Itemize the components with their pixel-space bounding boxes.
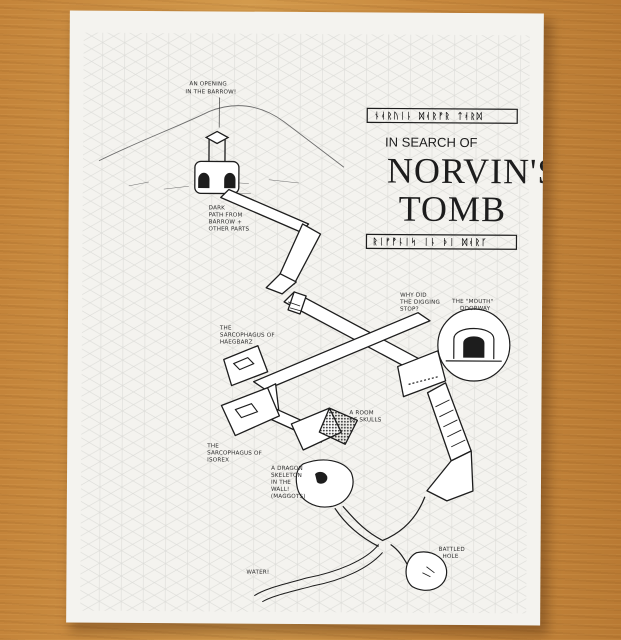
map-paper: ᚾᚮᚱᚢᛁᚿ ᛞᚮᚱᚠᚱ ᛏᚮᚱᛞ IN SEARCH OF NORVIN'S … bbox=[66, 10, 544, 626]
rune-text-bottom: ᚱᛁᚠᚡᚿᛁᛋ ᛁᚿ ᚦᛁ ᛞᚮᚱᚴ bbox=[372, 236, 487, 248]
title-line-1: IN SEARCH OF bbox=[385, 134, 478, 150]
rune-banner-bottom bbox=[365, 233, 518, 250]
map-drawing: ᚾᚮᚱᚢᛁᚿ ᛞᚮᚱᚠᚱ ᛏᚮᚱᛞ IN SEARCH OF NORVIN'S … bbox=[80, 32, 544, 614]
note-mouth-doorway: THE "MOUTH" DOORWAY bbox=[451, 299, 495, 312]
note-digging: WHY DID THE DIGGING STOP? bbox=[399, 293, 442, 313]
title-line-3: TOMB bbox=[399, 189, 507, 230]
mouth-doorway-sketch bbox=[407, 308, 511, 386]
rune-text-top: ᚾᚮᚱᚢᛁᚿ ᛞᚮᚱᚠᚱ ᛏᚮᚱᛞ bbox=[374, 110, 483, 122]
tomb-corridors bbox=[220, 188, 474, 502]
note-skulls: A ROOM OF SKULLS bbox=[349, 410, 381, 423]
note-dark-path: DARK PATH FROM BARROW + OTHER PARTS bbox=[209, 205, 250, 232]
note-battle: BATTLED HOLE bbox=[439, 547, 467, 560]
note-water: WATER! bbox=[246, 570, 269, 576]
note-sarcophagus-lower: THE SARCOPHAGUS OF ISOREX bbox=[206, 443, 264, 463]
note-sarcophagus-haegbarz: THE SARCOPHAGUS OF HAEGBARZ bbox=[219, 325, 277, 345]
isometric-grid bbox=[80, 32, 530, 614]
barrow-opening bbox=[194, 130, 240, 195]
note-dragon: A DRAGON SKELETON IN THE WALL! (MAGGOTS) bbox=[271, 466, 306, 500]
title-line-2: NORVIN'S bbox=[387, 150, 544, 191]
note-opening: AN OPENING IN THE BARROW! bbox=[185, 81, 236, 95]
sarcophagus-icons bbox=[232, 356, 259, 419]
rune-banner-top bbox=[366, 107, 518, 124]
caves bbox=[254, 459, 448, 603]
annotations: AN OPENING IN THE BARROW! DARK PATH FROM… bbox=[185, 81, 495, 576]
title-block: ᚾᚮᚱᚢᛁᚿ ᛞᚮᚱᚠᚱ ᛏᚮᚱᛞ IN SEARCH OF NORVIN'S … bbox=[365, 107, 544, 250]
